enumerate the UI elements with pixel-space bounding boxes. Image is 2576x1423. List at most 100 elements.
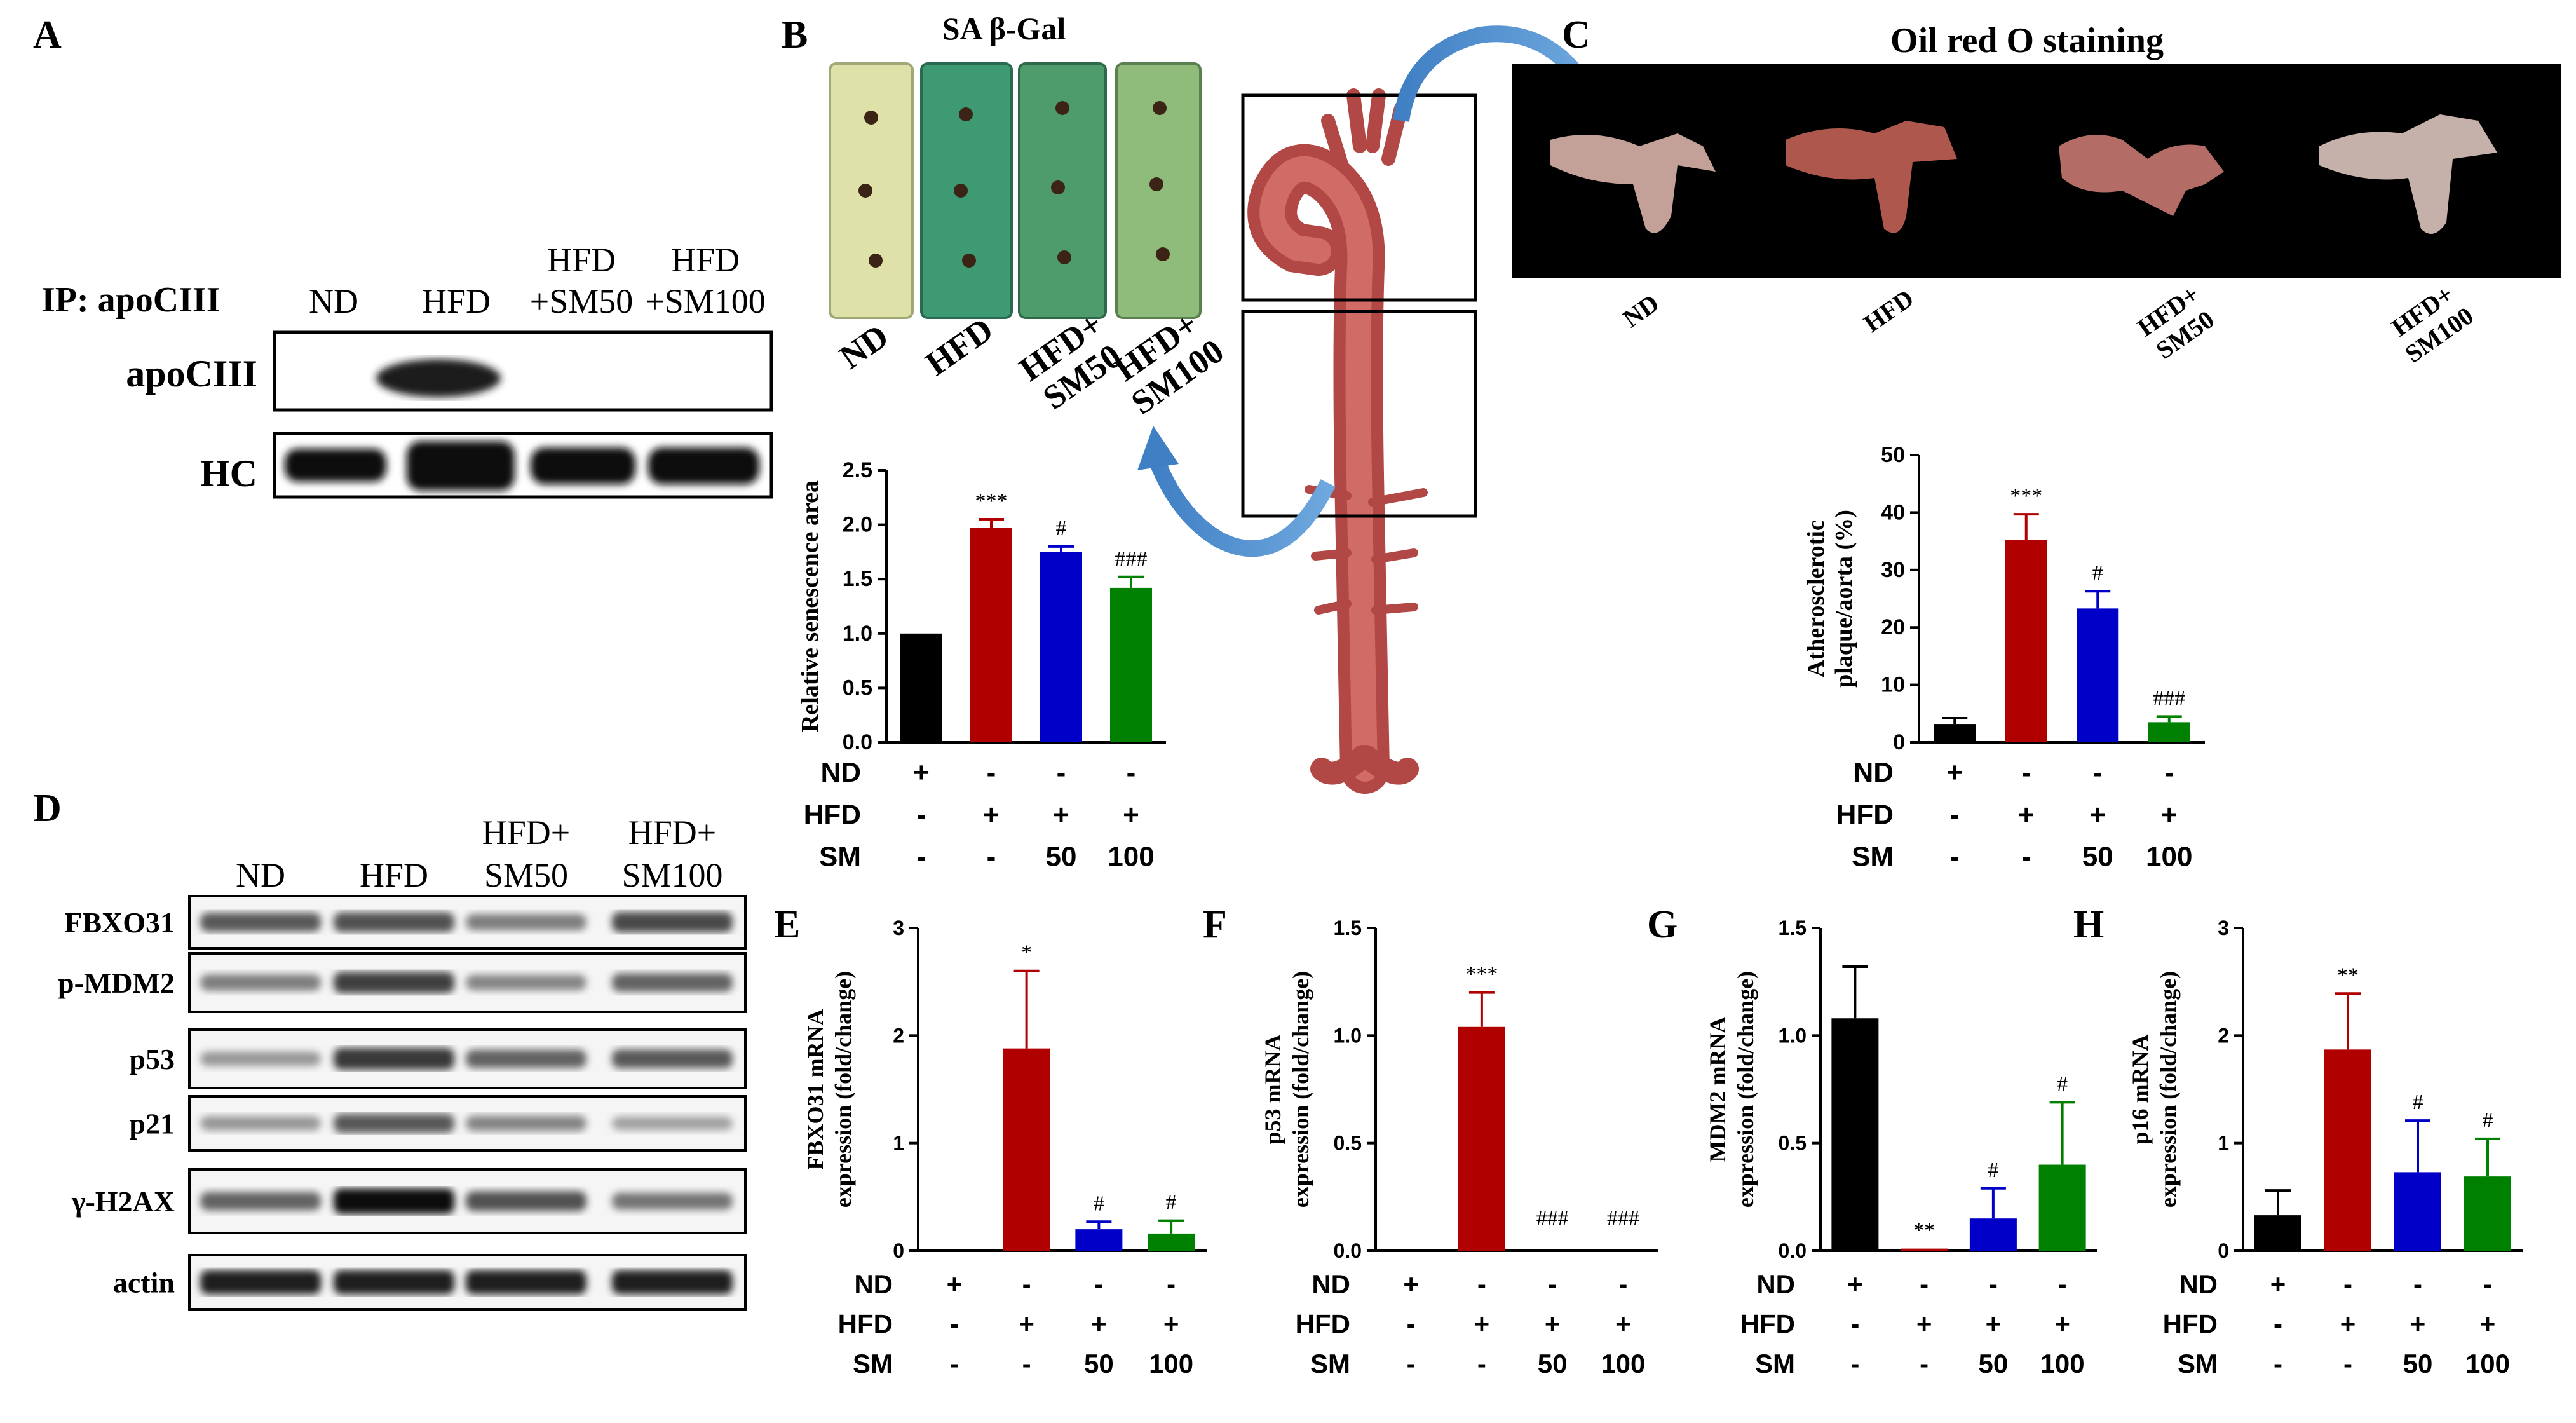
table-row-label: ND [1756,1269,1795,1299]
significance-label: # [2413,1091,2423,1114]
table-cell: + [2018,799,2035,830]
bar [2148,722,2190,742]
lane-label: +SM100 [645,282,766,320]
y-tick-label: 40 [1881,500,1905,524]
lane-label: +SM50 [530,282,634,320]
lane-label: HFD+ [482,814,570,852]
y-tick-label: 1 [893,1132,904,1155]
photo-label: HFD+SM100 [2386,280,2478,369]
band-group [200,1047,733,1070]
y-tick-label: 10 [1881,673,1905,697]
table-cell: + [1986,1309,2002,1338]
photo-label: ND [833,317,895,376]
bar [1934,724,1976,742]
band [612,1049,733,1069]
photo-label-line: HFD [1859,283,1919,337]
table-cell: + [1053,799,1069,830]
y-tick-label: 20 [1881,615,1905,639]
table-cell: - [1057,757,1066,788]
band-group [200,1188,733,1214]
table-cell: - [1618,1269,1627,1299]
table-cell: - [1850,1309,1859,1338]
lane-label: SM50 [484,856,568,894]
table-row-label: SM [1755,1349,1795,1379]
table-row-label: HFD [1836,799,1894,830]
y-axis-label-line: expression (fold/change) [830,971,856,1208]
band [200,1270,321,1295]
y-tick-label: 1 [2218,1132,2229,1155]
table-cell: 50 [2403,1349,2433,1379]
blot-row-label: FBXO31 [64,906,175,939]
table-row-label: SM [2178,1349,2218,1379]
panel-letter-d: D [33,787,62,830]
bar [2038,1164,2086,1251]
table-row-label: SM [1852,841,1894,873]
table-cell: 100 [1601,1349,1645,1379]
y-axis-label-line: p16 mRNA [2127,1034,2153,1144]
table-cell: + [947,1269,963,1299]
table-cell: - [1920,1349,1929,1379]
band [334,1047,454,1070]
table-cell: - [2164,757,2174,788]
table-cell: - [1022,1349,1031,1379]
hc-band-sm100 [648,447,759,484]
y-tick-label: 1.0 [1334,1024,1362,1047]
table-row-label: ND [820,757,861,788]
band [334,1113,454,1133]
y-axis-label-line: expression (fold/change) [1288,971,1313,1208]
bar [2005,540,2047,742]
panel-letter-c: C [1562,13,1590,57]
table-row-label: SM [853,1349,893,1379]
band [612,911,733,933]
significance-label: # [2092,561,2103,585]
blot-row-label: actin [113,1267,175,1299]
hc-band-hfd [407,441,515,491]
bar [1458,1026,1505,1251]
panel-letter-f: F [1203,903,1227,946]
bar [1969,1218,2017,1251]
table-cell: 50 [1046,841,1077,873]
photo-label: HFD [1859,283,1919,337]
table-cell: 100 [2040,1349,2085,1379]
y-tick-label: 0 [2218,1239,2229,1262]
table-cell: - [2021,841,2031,873]
table-cell: - [2274,1309,2282,1338]
y-tick-label: 1.0 [1779,1024,1807,1047]
significance-label: *** [2010,484,2042,508]
table-cell: - [1548,1269,1557,1299]
band [466,914,586,930]
significance-label: ** [1913,1219,1935,1243]
band [334,972,454,993]
table-cell: + [1916,1309,1932,1338]
band [466,1115,586,1131]
blot-row-label: HC [200,453,257,494]
hc-band-sm50 [531,447,635,484]
band [200,1192,321,1211]
table-cell: + [983,799,1000,830]
significance-label: * [1021,941,1032,965]
panel-letter-h: H [2073,903,2104,946]
table-cell: + [1123,799,1139,830]
table-cell: + [2089,799,2106,830]
bar [2324,1049,2371,1251]
table-row-label: ND [854,1269,893,1299]
table-cell: + [913,757,930,788]
table-cell: - [1407,1349,1416,1379]
photo-label: ND [1618,289,1664,333]
ip-label: IP: apoCIII [41,280,220,320]
table-cell: - [917,799,926,830]
blot-row-label: p21 [129,1108,175,1140]
significance-label: # [1056,517,1067,540]
y-tick-label: 3 [893,916,904,939]
table-row-label: SM [819,841,861,873]
table-cell: - [917,841,926,873]
band [612,1270,733,1295]
